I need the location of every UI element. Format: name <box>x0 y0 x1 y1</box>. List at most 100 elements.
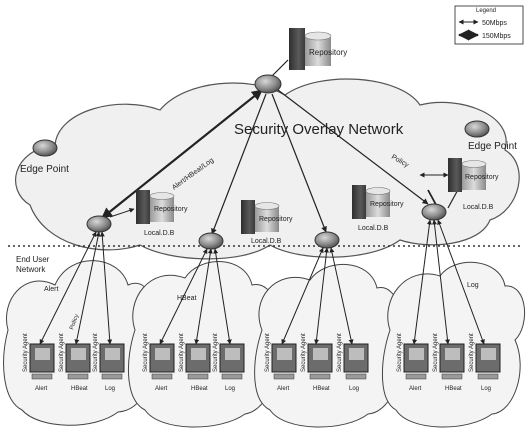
repository-label: Repository <box>465 174 499 181</box>
agent-side-label: Security Agent <box>469 333 475 372</box>
screen-icon <box>409 348 424 360</box>
screen-icon <box>71 348 86 360</box>
screen-icon <box>313 348 328 360</box>
router-icon <box>421 203 447 221</box>
screen-icon <box>349 348 364 360</box>
subnet-alert-label: Alert <box>44 286 58 293</box>
agent-function-label: Alert <box>155 386 168 392</box>
legend: Legend 50Mbps 150Mbps <box>454 5 524 45</box>
local-db-label: Local.D.B <box>251 238 282 245</box>
keyboard-icon <box>101 373 123 380</box>
agent-function-label: HBeat <box>445 386 462 392</box>
agent-function-label: Log <box>481 386 491 392</box>
local-db-label: Local.D.B <box>144 230 175 237</box>
agent-function-label: HBeat <box>313 386 330 392</box>
screen-icon <box>191 348 206 360</box>
server-icon <box>289 28 305 70</box>
keyboard-icon <box>221 373 243 380</box>
agent-function-label: HBeat <box>191 386 208 392</box>
agent-side-label: Security Agent <box>213 333 219 372</box>
agent-side-label: Security Agent <box>179 333 185 372</box>
agent-side-label: Security Agent <box>265 333 271 372</box>
local-repository-3: Repository Local.D.B <box>352 185 404 232</box>
local-repository-2: Repository Local.D.B <box>241 200 293 245</box>
screen-icon <box>225 348 240 360</box>
agent-function-label: Log <box>349 386 359 392</box>
agent-function-label: Log <box>105 386 115 392</box>
keyboard-icon <box>151 373 173 380</box>
repository-label: Repository <box>370 201 404 208</box>
end-user-label-line2: Network <box>16 265 46 274</box>
subnet-log-label: Log <box>467 282 479 289</box>
keyboard-icon <box>273 373 295 380</box>
keyboard-icon <box>31 373 53 380</box>
agent-side-label: Security Agent <box>397 333 403 372</box>
keyboard-icon <box>477 373 499 380</box>
router-icon <box>32 139 58 157</box>
screen-icon <box>277 348 292 360</box>
screen-icon <box>481 348 496 360</box>
screen-icon <box>445 348 460 360</box>
screen-icon <box>35 348 50 360</box>
router-icon <box>198 232 224 250</box>
local-repository-1: Repository Local.D.B <box>136 190 188 237</box>
agent-side-label: Security Agent <box>93 333 99 372</box>
server-icon <box>136 190 150 224</box>
agent-side-label: Security Agent <box>337 333 343 372</box>
agent-side-label: Security Agent <box>143 333 149 372</box>
keyboard-icon <box>67 373 89 380</box>
database-icon <box>305 36 331 66</box>
legend-item-150: 150Mbps <box>482 33 511 40</box>
agent-side-label: Security Agent <box>23 333 29 372</box>
router-icon <box>314 231 340 249</box>
agent-function-label: Alert <box>277 386 290 392</box>
keyboard-icon <box>441 373 463 380</box>
routers <box>32 74 490 250</box>
agent-function-label: Alert <box>35 386 48 392</box>
agent-function-label: Alert <box>409 386 422 392</box>
repository-label: Repository <box>154 206 188 213</box>
end-user-label-line1: End User <box>16 255 50 264</box>
overlay-title: Security Overlay Network <box>234 121 404 138</box>
server-icon <box>241 200 255 234</box>
screen-icon <box>105 348 120 360</box>
repository-label: Repository <box>259 216 293 223</box>
router-icon <box>86 215 112 233</box>
keyboard-icon <box>309 373 331 380</box>
database-icon <box>462 164 486 190</box>
subnet-hbeat-label: HBeat <box>177 295 197 302</box>
top-repository: Repository <box>289 28 347 70</box>
database-icon <box>366 191 390 217</box>
repository-label: Repository <box>309 48 347 57</box>
server-icon <box>448 158 462 192</box>
screen-icon <box>155 348 170 360</box>
agent-side-label: Security Agent <box>59 333 65 372</box>
agent-side-label: Security Agent <box>433 333 439 372</box>
server-icon <box>352 185 366 219</box>
agent-function-label: HBeat <box>71 386 88 392</box>
keyboard-icon <box>187 373 209 380</box>
local-db-label: Local.D.B <box>463 204 494 211</box>
agent-side-label: Security Agent <box>301 333 307 372</box>
agent-function-label: Log <box>225 386 235 392</box>
edge-point-label-left: Edge Point <box>20 164 69 175</box>
subnet-policy-label: Policy <box>69 314 80 331</box>
legend-title: Legend <box>476 8 496 14</box>
database-icon <box>150 196 174 222</box>
local-repository-4: Repository Local.D.B <box>448 158 499 211</box>
